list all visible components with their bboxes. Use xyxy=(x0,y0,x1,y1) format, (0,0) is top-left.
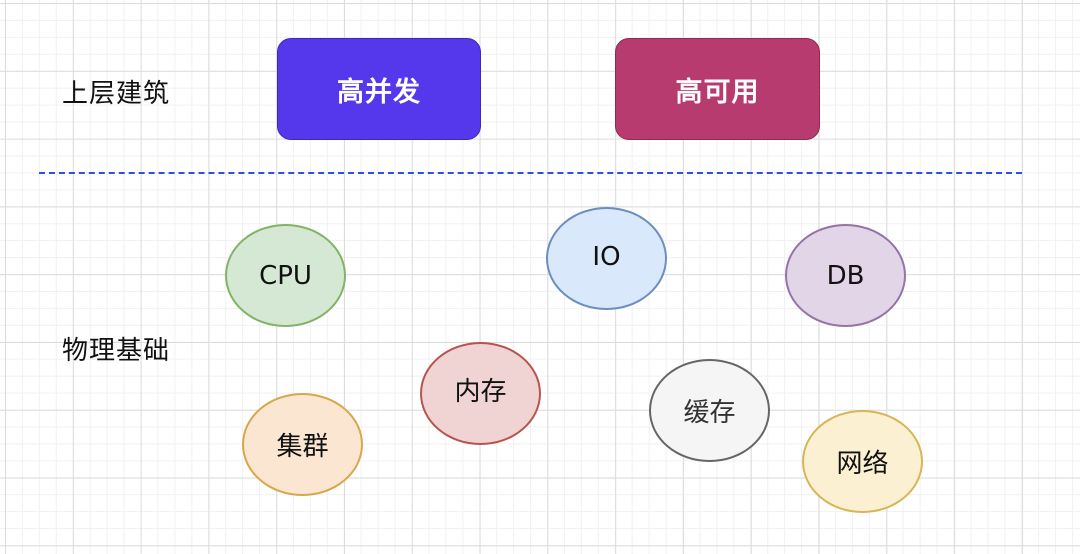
high-availability-box[interactable]: 高可用 xyxy=(615,38,820,140)
high-concurrency-box[interactable]: 高并发 xyxy=(277,38,481,140)
cache-label: 缓存 xyxy=(683,398,736,428)
db-label: DB xyxy=(826,260,865,291)
cluster-node[interactable]: 集群 xyxy=(242,393,363,496)
cpu-label: CPU xyxy=(259,260,312,291)
network-node[interactable]: 网络 xyxy=(802,410,923,513)
db-node[interactable]: DB xyxy=(785,224,906,327)
high-availability-label: 高可用 xyxy=(675,76,760,108)
upper-layer-label: 上层建筑 xyxy=(62,79,171,109)
cache-node[interactable]: 缓存 xyxy=(649,359,770,462)
io-label: IO xyxy=(592,241,621,272)
cpu-node[interactable]: CPU xyxy=(225,224,346,327)
layer-divider xyxy=(39,172,1022,174)
io-node[interactable]: IO xyxy=(546,207,667,310)
cluster-label: 集群 xyxy=(276,432,329,462)
network-label: 网络 xyxy=(836,449,889,479)
memory-label: 内存 xyxy=(454,377,507,407)
high-concurrency-label: 高并发 xyxy=(337,76,421,108)
lower-layer-label: 物理基础 xyxy=(62,336,171,366)
memory-node[interactable]: 内存 xyxy=(420,342,541,445)
